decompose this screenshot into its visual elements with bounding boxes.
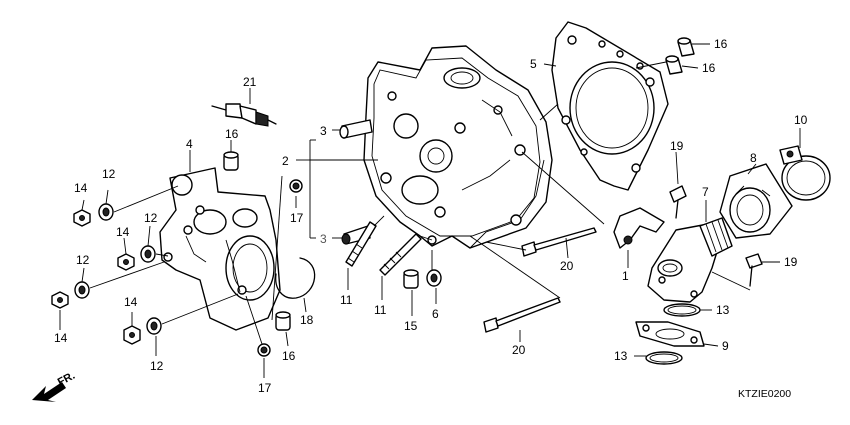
callout-12: 12 — [76, 253, 90, 267]
callout-20: 20 — [512, 343, 526, 357]
callout-8: 8 — [750, 151, 757, 165]
cylinder-head — [363, 45, 553, 249]
callout-16: 16 — [714, 37, 728, 51]
callout-14: 14 — [116, 225, 130, 239]
callout-1: 1 — [622, 269, 629, 283]
sealing-washer — [426, 269, 442, 287]
tube-clamp — [779, 145, 831, 201]
collar-16-upper — [223, 151, 239, 171]
callout-13: 13 — [614, 349, 628, 363]
callout-5: 5 — [530, 57, 537, 71]
diagram-code: KTZIE0200 — [738, 388, 791, 400]
callout-20: 20 — [560, 259, 574, 273]
callout-16: 16 — [282, 349, 296, 363]
intake-bracket — [613, 207, 665, 249]
callout-6: 6 — [432, 307, 439, 321]
callout-17: 17 — [258, 381, 272, 395]
clip-17-lower — [257, 343, 271, 357]
carburetor-insulator — [719, 163, 793, 239]
callout-2: 2 — [282, 154, 289, 168]
thermostat-housing — [159, 167, 281, 331]
callout-7: 7 — [702, 185, 709, 199]
o-ring-lower — [645, 351, 683, 365]
dowel-pin-upper — [339, 119, 373, 139]
washer-12-d — [146, 317, 162, 335]
head-bolt-lower — [483, 297, 561, 333]
washer-12-b — [140, 245, 156, 263]
clip-17-upper — [289, 179, 303, 193]
callout-10: 10 — [794, 113, 808, 127]
callout-19: 19 — [784, 255, 798, 269]
callout-11: 11 — [374, 303, 387, 317]
callout-9: 9 — [722, 339, 729, 353]
o-ring-upper — [663, 303, 701, 317]
snap-ring — [275, 257, 316, 299]
callout-3: 3 — [320, 124, 327, 138]
nut-14-d — [123, 325, 141, 345]
nut-14-a — [73, 209, 91, 227]
flange-bolt-lower — [745, 253, 763, 287]
callout-17: 17 — [290, 211, 304, 225]
stud-bolt-right — [379, 233, 422, 276]
callout-21: 21 — [243, 75, 257, 89]
spark-plug — [211, 103, 277, 127]
stud-bolt-left — [345, 221, 377, 267]
callout-18: 18 — [300, 313, 314, 327]
flange-bolt-upper — [669, 185, 687, 219]
collar-16-lower — [275, 311, 291, 331]
front-arrow-icon — [32, 382, 66, 402]
callout-13: 13 — [716, 303, 730, 317]
callout-15: 15 — [404, 319, 418, 333]
callout-16: 16 — [225, 127, 239, 141]
callout-3: 3 — [320, 232, 327, 246]
washer-12-c — [74, 281, 90, 299]
callout-14: 14 — [54, 331, 68, 345]
cylinder-head-gasket — [551, 21, 669, 191]
callout-4: 4 — [186, 137, 193, 151]
nut-14-c — [51, 291, 69, 309]
nut-14-b — [117, 253, 135, 271]
front-label: FR. — [56, 370, 77, 389]
callout-11: 11 — [340, 293, 353, 307]
callout-labels: 21 16 4 12 14 12 14 12 14 14 12 17 18 16… — [54, 37, 808, 395]
callout-12: 12 — [144, 211, 158, 225]
callout-19: 19 — [670, 139, 684, 153]
collar — [403, 269, 419, 289]
collar-top-1 — [677, 37, 695, 57]
callout-16: 16 — [702, 61, 716, 75]
collar-top-2 — [665, 55, 683, 75]
washer-12-a — [98, 203, 114, 221]
intake-gasket — [635, 321, 705, 347]
callout-14: 14 — [124, 295, 138, 309]
callout-14: 14 — [74, 181, 88, 195]
callout-12: 12 — [150, 359, 164, 373]
callout-12: 12 — [102, 167, 116, 181]
head-bolt-upper — [521, 227, 597, 257]
intake-pipe — [647, 217, 733, 303]
leader-lines — [59, 43, 801, 378]
